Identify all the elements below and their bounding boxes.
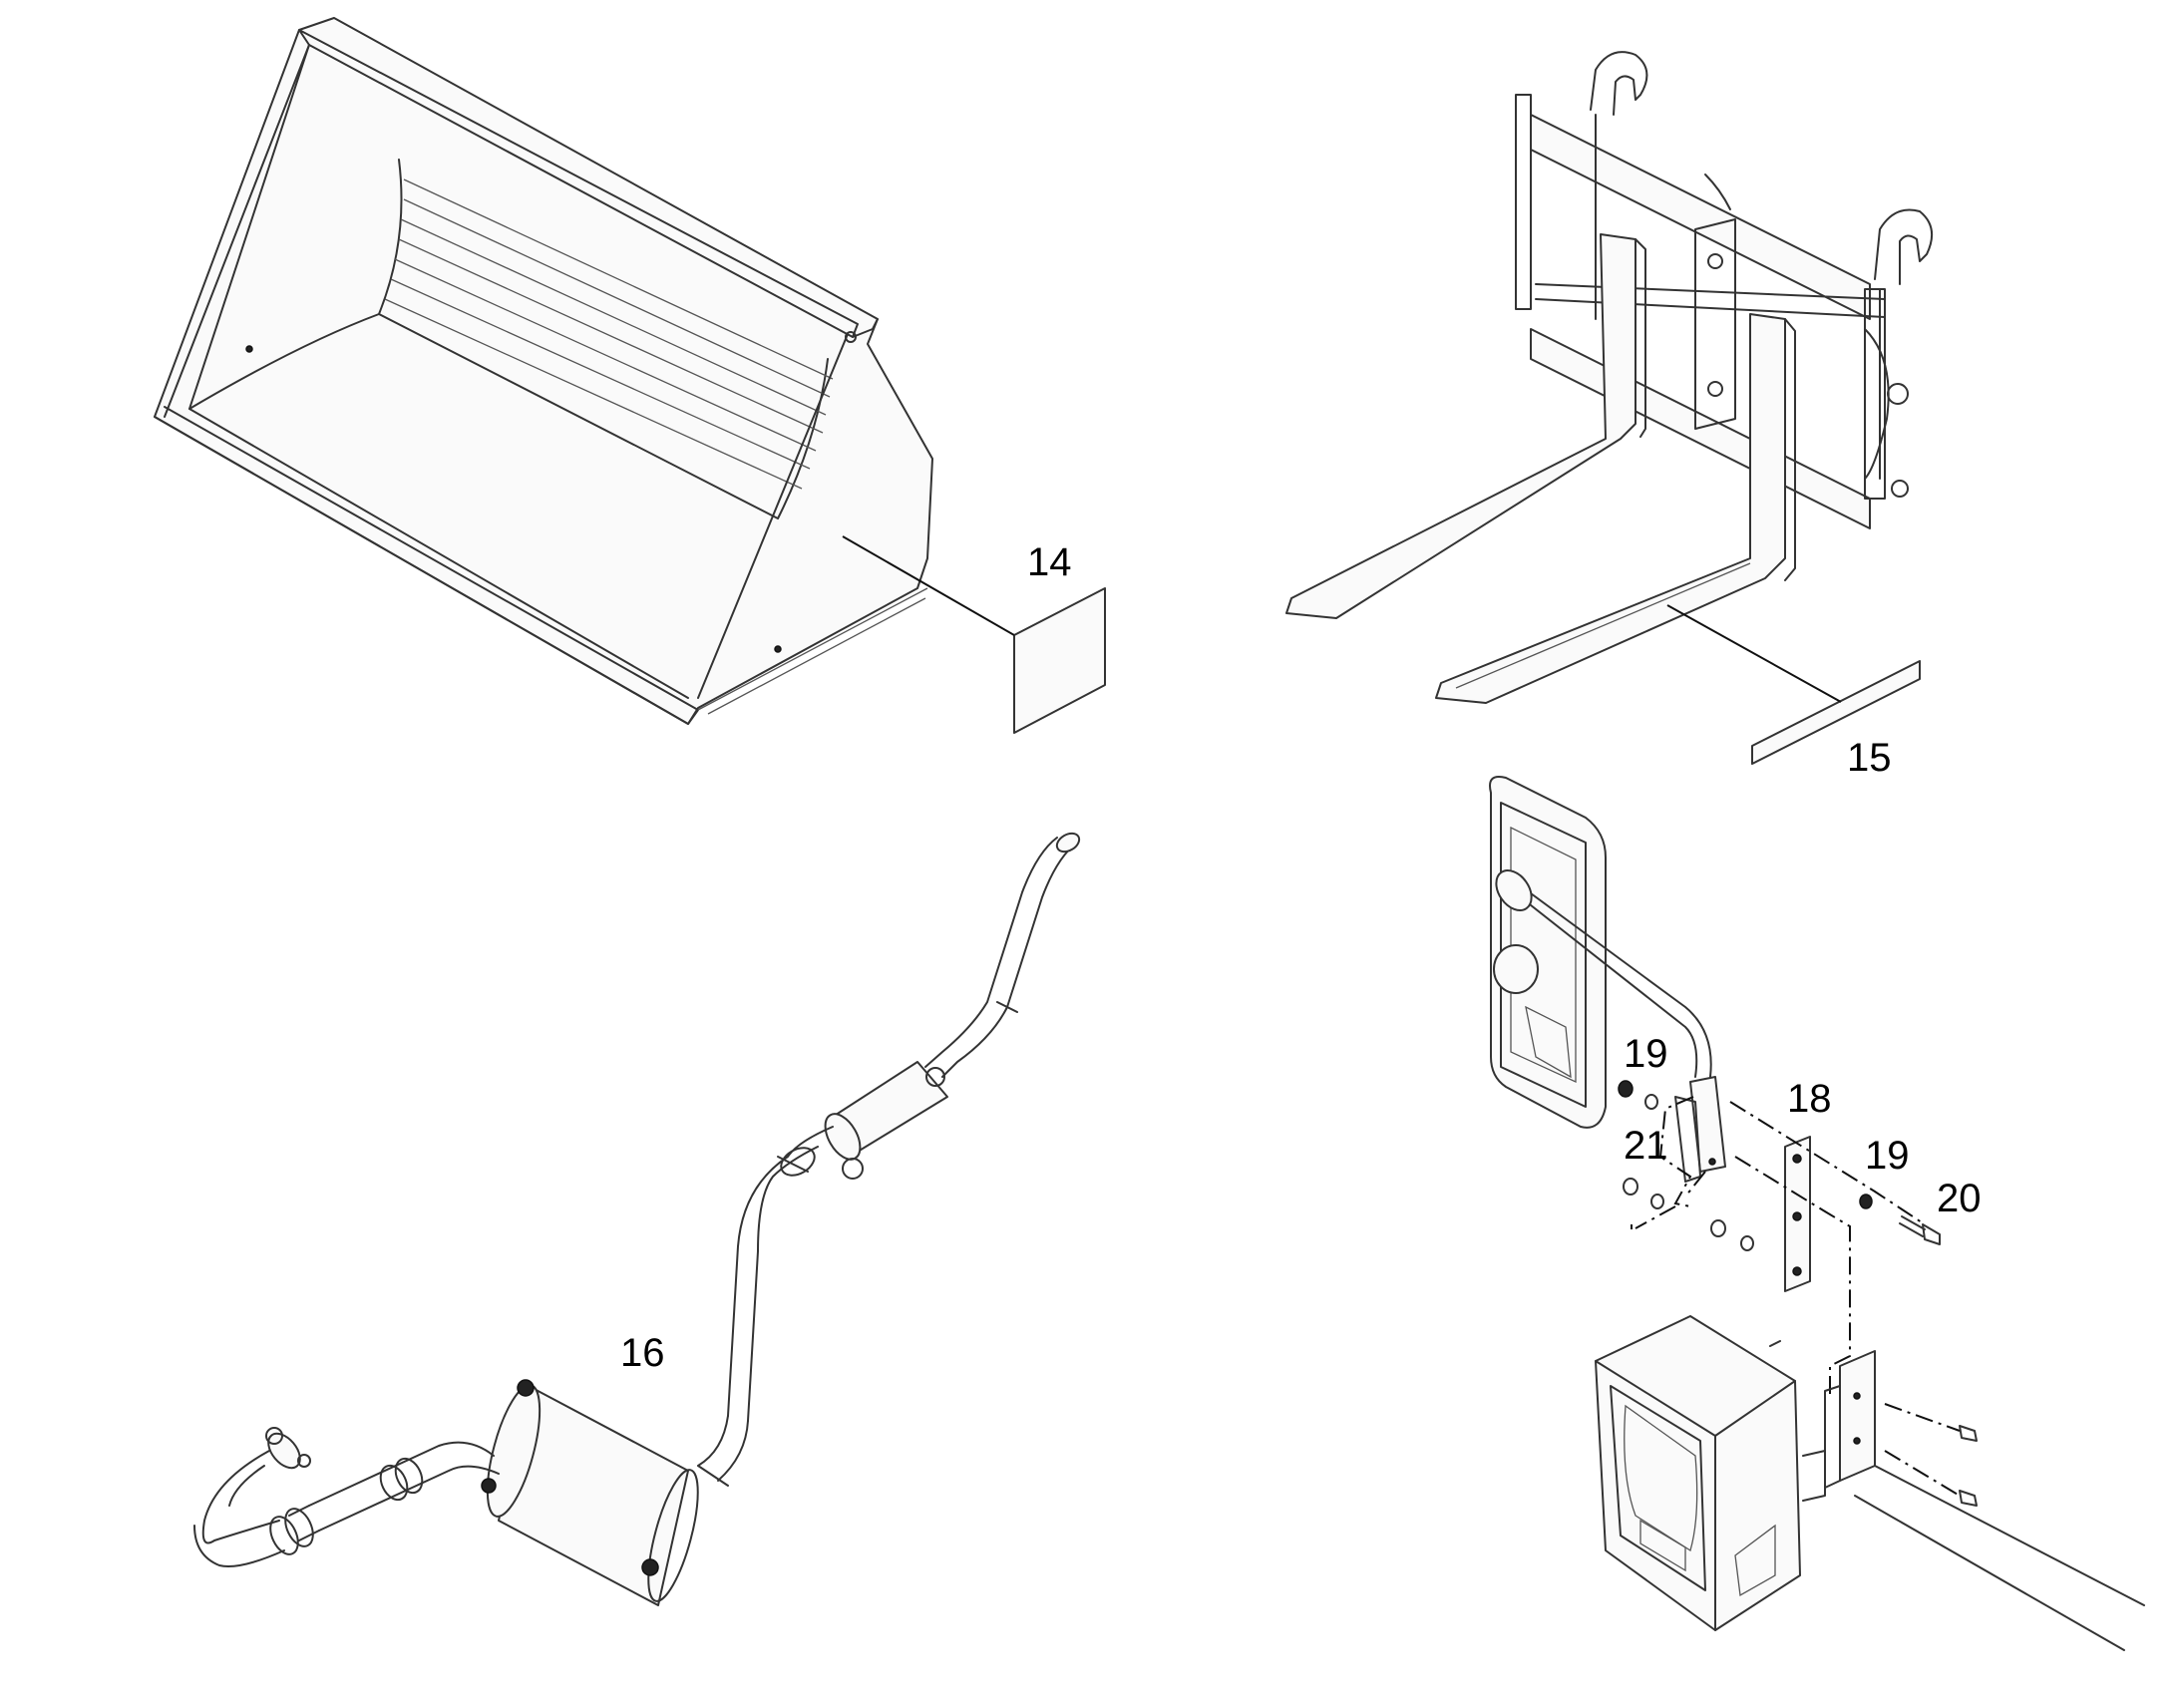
loader-bucket [154,17,933,725]
leader-line-14 [842,535,1015,636]
callout-19-right: 19 [1865,1134,1910,1178]
callout-19-left: 19 [1624,1032,1668,1076]
pallet-forks [1285,51,1934,704]
assembly-lines [1631,1096,1961,1497]
sticker-14: 14 [842,535,1106,734]
callout-20: 20 [1937,1177,1982,1220]
exhaust-system [193,832,1081,1606]
callout-16: 16 [620,1331,665,1375]
callout-18: 18 [1787,1077,1832,1121]
callout-21: 21 [1624,1124,1668,1168]
callout-14: 14 [1027,540,1072,584]
leader-line-15 [1666,604,1842,703]
mirror-assembly [1489,776,1726,1183]
work-lamp [1595,1315,2145,1651]
mounting-plate-18 [1784,1136,1811,1292]
sticker-15: 15 [1666,604,1921,780]
callout-15: 15 [1847,736,1892,780]
